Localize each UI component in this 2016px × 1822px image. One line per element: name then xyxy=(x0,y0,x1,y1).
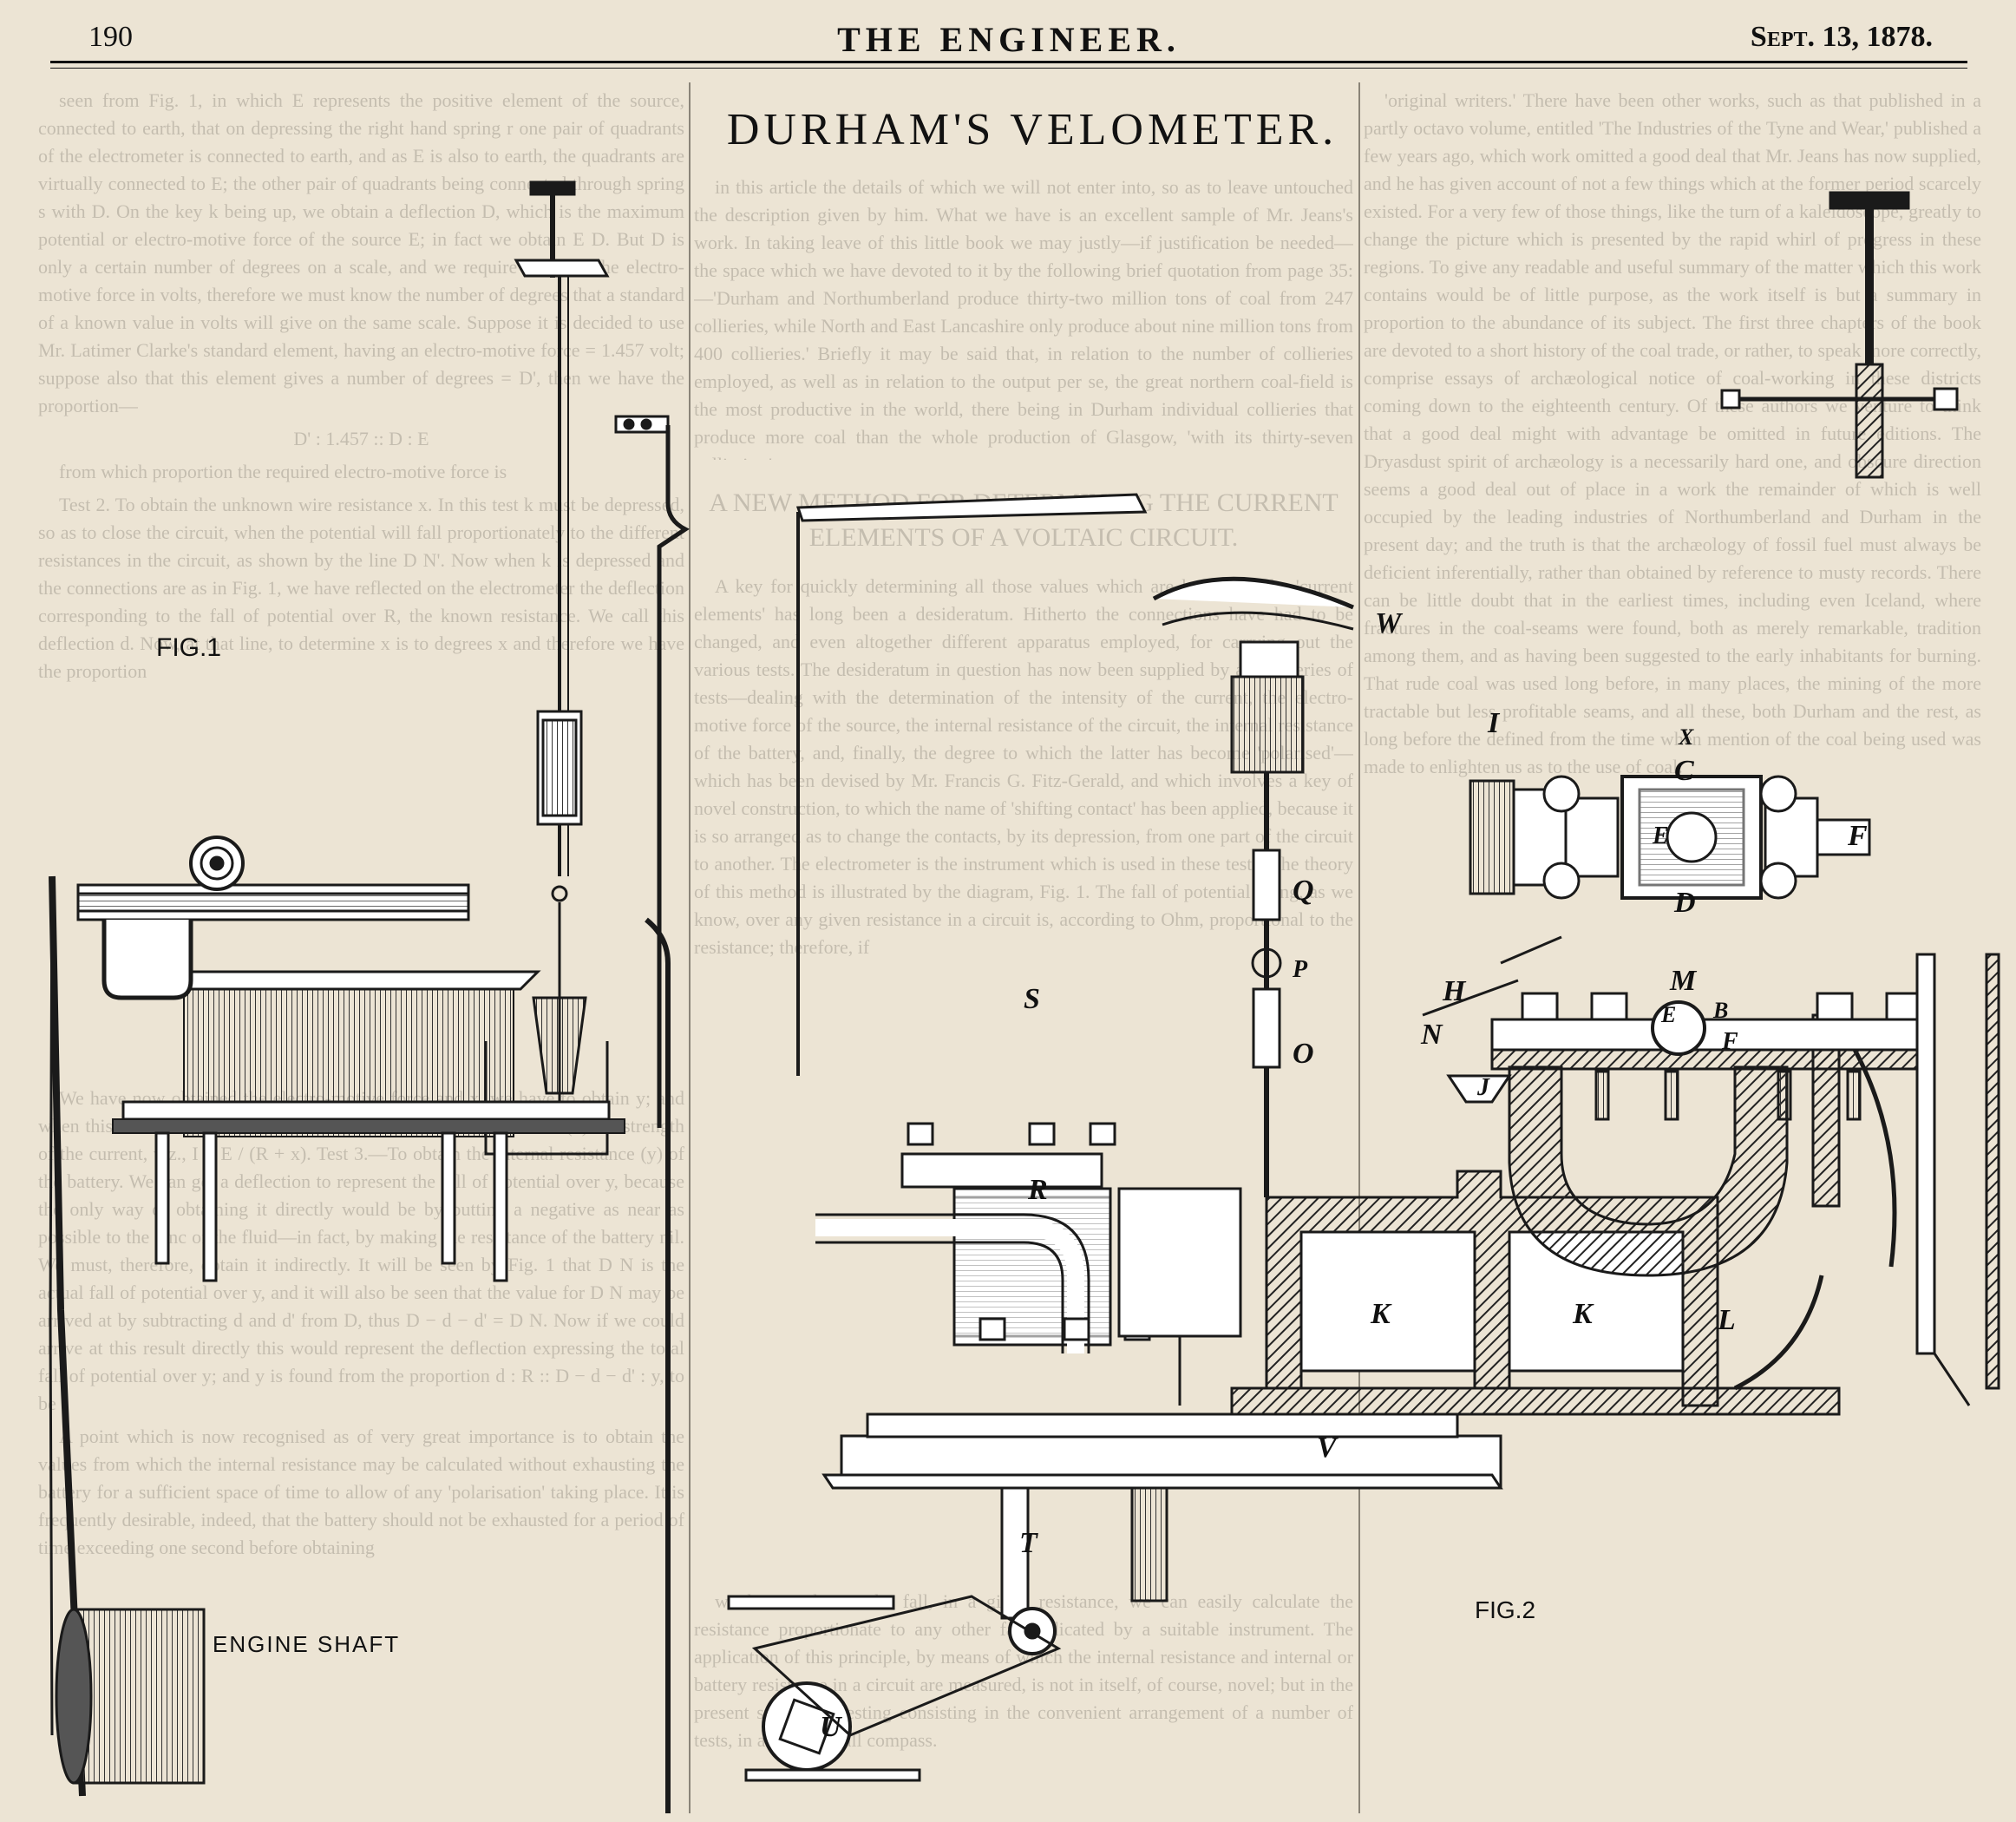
letter-v: V xyxy=(1317,1432,1337,1464)
letter-j: J xyxy=(1477,1074,1489,1101)
letter-r: R xyxy=(1028,1174,1048,1206)
fig1-drawing xyxy=(49,180,690,1813)
letter-i: I xyxy=(1488,707,1500,739)
letter-k-left: K xyxy=(1371,1298,1391,1330)
letter-e: E xyxy=(1661,1002,1677,1027)
letter-l: L xyxy=(1718,1304,1736,1336)
letter-q: Q xyxy=(1293,875,1314,907)
letter-d: D xyxy=(1674,887,1696,919)
letter-p: P xyxy=(1293,956,1308,983)
letter-u: U xyxy=(820,1711,841,1743)
figure-title: DURHAM'S VELOMETER. xyxy=(726,105,1339,154)
page-header: 190 THE ENGINEER. Sept. 13, 1878. xyxy=(50,19,1967,62)
header-rule-thin xyxy=(50,68,1967,69)
letter-t: T xyxy=(1019,1527,1037,1559)
letter-h: H xyxy=(1443,975,1466,1007)
letter-f: F xyxy=(1722,1028,1738,1055)
letter-f-plan: F xyxy=(1848,820,1868,852)
letter-x: X xyxy=(1679,724,1694,750)
letter-e-plan: E xyxy=(1653,823,1669,849)
text-column-left-top: seen from Fig. 1, in which E represents … xyxy=(38,89,684,682)
letter-n: N xyxy=(1421,1019,1443,1051)
column-rule-2 xyxy=(1358,82,1360,1813)
issue-date: Sept. 13, 1878. xyxy=(1750,21,1933,53)
fig2-drawing xyxy=(727,191,2000,1782)
letter-o: O xyxy=(1293,1038,1314,1070)
column-rule-1 xyxy=(689,82,691,1813)
fig1-label: FIG.1 xyxy=(156,633,222,662)
text-column-middle-top: in this article the details of which we … xyxy=(694,176,1353,460)
letter-s: S xyxy=(1024,983,1040,1015)
letter-b: B xyxy=(1713,998,1729,1023)
letter-k-right: K xyxy=(1573,1298,1593,1330)
letter-w: W xyxy=(1375,607,1402,639)
letter-c: C xyxy=(1674,755,1694,787)
header-rule xyxy=(50,61,1967,63)
publication-title: THE ENGINEER. xyxy=(837,20,1181,59)
letter-m: M xyxy=(1670,965,1697,997)
fig2-label: FIG.2 xyxy=(1475,1596,1536,1623)
engine-shaft-label: ENGINE SHAFT xyxy=(213,1631,401,1657)
page-number: 190 xyxy=(88,21,133,53)
